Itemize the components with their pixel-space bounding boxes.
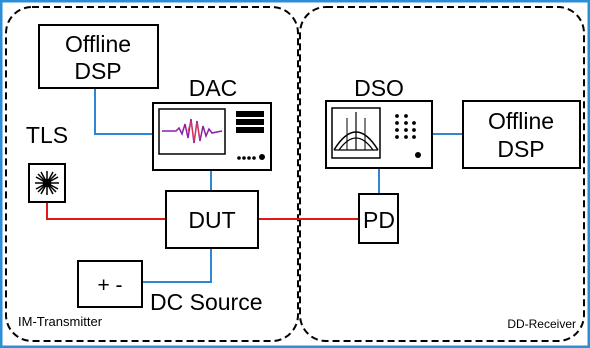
dc-source-label: DC Source (150, 289, 262, 315)
pd-box (358, 193, 399, 244)
dac-block: DAC (152, 75, 272, 171)
dc-source-symbol: + - (97, 274, 122, 297)
oscilloscope-icon (331, 107, 421, 159)
offline-dsp-rx-block: Offline DSP (462, 100, 581, 169)
offline-dsp-tx-label-line2: DSP (74, 58, 121, 84)
transmitter-section-label: IM-Transmitter (18, 314, 103, 329)
offline-dsp-tx-label-line1: Offline (65, 31, 131, 57)
offline-dsp-rx-label-line1: Offline (488, 108, 554, 134)
dac-waveform-core (187, 120, 201, 142)
offline-dsp-rx-box (462, 100, 581, 169)
receiver-section (299, 6, 585, 342)
tls-label: TLS (26, 122, 68, 148)
dac-waveform (162, 118, 223, 144)
pd-label: PD (363, 207, 395, 233)
optical-links (46, 202, 359, 220)
dsp-to-dac-link (94, 88, 153, 135)
pd-block: PD (358, 193, 399, 244)
dc-source-block: + - DC Source (77, 260, 262, 315)
laser-source-icon (35, 171, 59, 195)
electrical-links (94, 88, 463, 283)
tls-to-dut-fiber (46, 202, 166, 220)
dac-key-grid-2 (236, 119, 264, 125)
receiver-section-label: DD-Receiver (507, 317, 576, 331)
dut-label: DUT (188, 207, 235, 233)
offline-dsp-rx-label-line2: DSP (497, 136, 544, 162)
dac-knobs (237, 154, 265, 160)
dac-key-grid (236, 111, 264, 117)
tls-block: TLS (26, 122, 68, 203)
dac-label: DAC (189, 75, 238, 101)
dso-block: DSO (325, 75, 433, 169)
dso-buttons (395, 114, 421, 158)
dut-box (165, 190, 259, 249)
dut-to-dc-source-link (142, 248, 212, 283)
dc-source-box (77, 260, 143, 308)
offline-dsp-tx-block: Offline DSP (38, 24, 159, 89)
transmitter-section (5, 6, 299, 342)
dut-block: DUT (165, 190, 259, 249)
signal-generator-icon (158, 108, 265, 160)
offline-dsp-tx-box (38, 24, 159, 89)
dac-key-grid-3 (236, 127, 264, 133)
dso-label: DSO (354, 75, 404, 101)
